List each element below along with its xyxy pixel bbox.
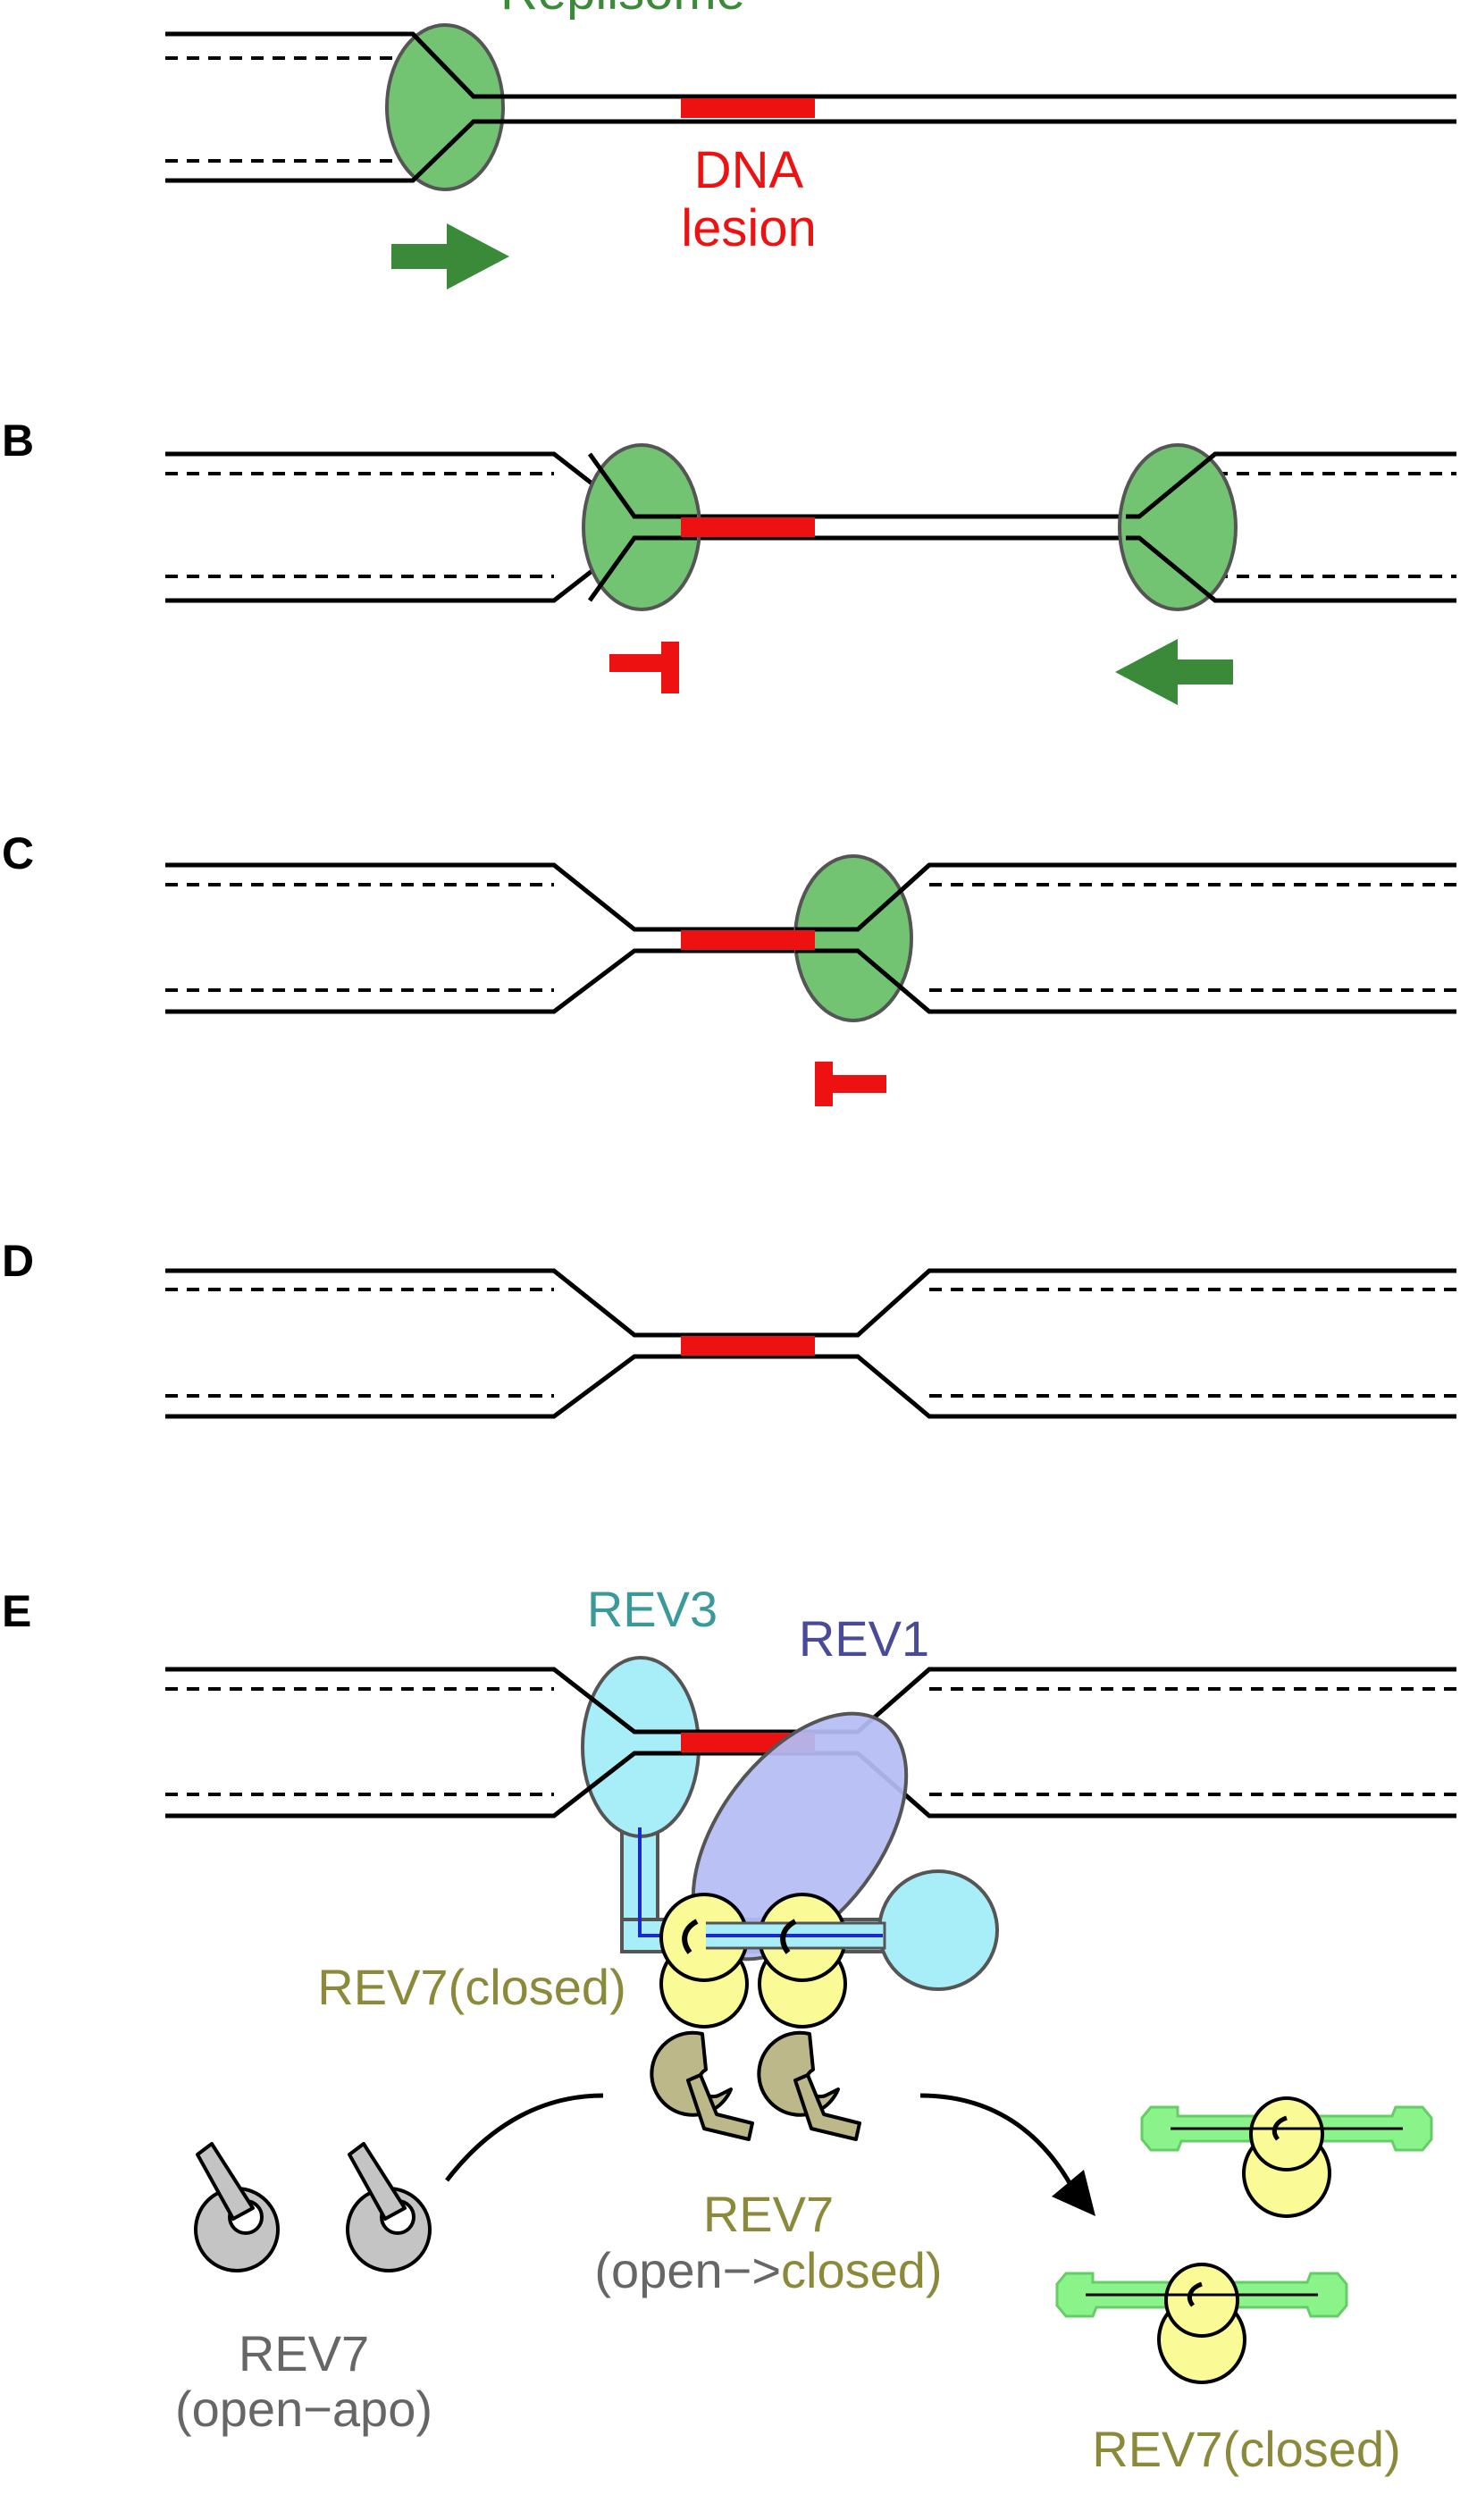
panel-c: C: [2, 828, 1456, 1106]
fork-direction-arrow-right: [391, 223, 509, 290]
stall-marker-left: [609, 642, 679, 693]
dna-lesion: [681, 930, 815, 950]
dna-strands: [165, 1667, 1456, 1819]
fork-strands-over: [411, 32, 505, 182]
panel-a: Replisome DNA lesion: [165, 0, 1456, 290]
dna-lesion: [681, 517, 815, 537]
fork-strands-over: [795, 863, 931, 1013]
transition-closed-part: closed): [781, 2242, 943, 2298]
rev7-transition-pair: [650, 2030, 861, 2141]
nascent-strands: [165, 56, 413, 163]
nascent-strands: [165, 883, 1456, 992]
nascent-strands: [165, 1687, 1456, 1796]
rev7-transition-label-line1: REV7: [703, 2186, 834, 2242]
rev7-open-apo-label-line2: (open−apo): [175, 2381, 432, 2437]
fork-direction-arrow-left: [1115, 639, 1233, 705]
rev7-closed-label: REV7(closed): [317, 1959, 625, 2015]
replisome: [385, 23, 505, 191]
rev3-label: REV3: [587, 1581, 718, 1637]
arrow-transition-to-closed: [919, 2093, 1075, 2189]
rev7-open-apo-label-line1: REV7: [239, 2325, 369, 2381]
rev7-open-apo-pair: [194, 2142, 432, 2272]
rev1-label: REV1: [799, 1610, 929, 1667]
transition-open-part: (open−>: [594, 2242, 781, 2298]
panel-d: D: [2, 1236, 1456, 1419]
panel-b: B: [2, 416, 1456, 705]
panel-label-d: D: [2, 1236, 34, 1286]
lesion-label-line2: lesion: [681, 199, 817, 257]
dna-strands: [165, 451, 1456, 603]
nascent-strands: [165, 1288, 1456, 1398]
rev7-closed-partner-label: REV7(closed): [1092, 2421, 1400, 2477]
dna-strands: [165, 1268, 1456, 1419]
panel-e: E: [2, 1581, 1456, 2477]
dna-strands: [165, 862, 1456, 1014]
rev7-transition-label-line2: (open−>closed): [594, 2242, 942, 2298]
dna-lesion: [681, 1336, 815, 1356]
replisome-right: [1118, 443, 1238, 611]
curve-apo-to-transition: [445, 2093, 604, 2182]
nascent-strands: [165, 472, 1456, 578]
dna-lesion: [681, 98, 815, 118]
arrow-head: [1052, 2170, 1095, 2216]
rev7-closed-dimer: [659, 1893, 886, 2029]
panel-label-e: E: [2, 1586, 31, 1636]
replisome-label: Replisome: [500, 0, 745, 21]
panel-label-b: B: [2, 416, 34, 466]
lesion-label-line1: DNA: [694, 141, 804, 199]
panel-label-c: C: [2, 828, 34, 878]
fork-strands-over: [587, 451, 1233, 603]
rev7-closed-partner-complexes: [1057, 2098, 1431, 2382]
stall-marker: [815, 1062, 886, 1106]
